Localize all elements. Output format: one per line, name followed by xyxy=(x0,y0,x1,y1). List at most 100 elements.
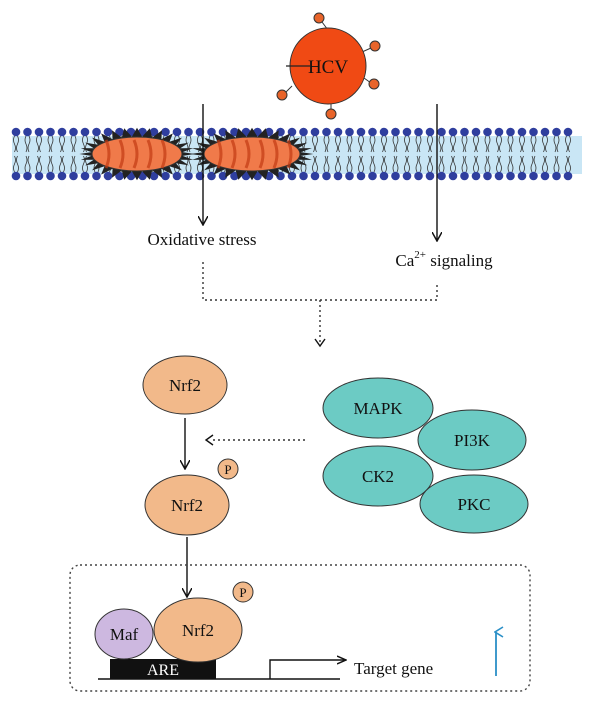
lipid-tail xyxy=(438,155,445,173)
lipid-head xyxy=(391,171,400,181)
mapk-label: MAPK xyxy=(353,399,403,418)
lipid-head xyxy=(57,127,67,137)
virus-label: HCV xyxy=(308,57,348,78)
lipid-tail xyxy=(24,135,31,153)
lipid-tail xyxy=(415,155,422,173)
lipid-head xyxy=(299,127,308,137)
lipid-head xyxy=(506,127,515,137)
maf-label: Maf xyxy=(110,625,139,644)
lipid-tail xyxy=(335,155,341,173)
membrane-protein-2 xyxy=(190,127,314,181)
lipid-head xyxy=(172,171,182,181)
hcv-virus: HCV xyxy=(276,12,381,120)
are-element xyxy=(110,659,216,679)
lipid-head xyxy=(310,127,320,137)
membrane-protein-1 xyxy=(79,127,195,181)
lipid-tail xyxy=(461,155,468,173)
lipid-head xyxy=(195,127,205,137)
lipid-head xyxy=(34,171,44,181)
lipid-head xyxy=(414,127,423,137)
lipid-head xyxy=(80,127,90,137)
nrf2-bound xyxy=(153,597,243,663)
lipid-head xyxy=(368,171,377,181)
virus-spike-right-bottom xyxy=(368,78,380,90)
lipid-tail xyxy=(461,135,468,153)
lipid-tail xyxy=(70,135,77,153)
lipid-head xyxy=(161,127,170,137)
lipid-head xyxy=(483,127,492,137)
lipid-tail xyxy=(381,155,387,173)
lipid-head xyxy=(483,171,492,181)
phospho-bound-label: P xyxy=(239,585,246,600)
lipid-head xyxy=(437,127,446,137)
lipid-head xyxy=(517,171,527,181)
lipid-tail xyxy=(427,135,433,153)
lipid-head xyxy=(356,127,366,137)
lipid-tail xyxy=(70,155,77,173)
lipid-tail xyxy=(47,155,54,173)
lipid-tail xyxy=(496,135,502,153)
transcription-start-arrow xyxy=(269,660,346,679)
lipid-tail xyxy=(542,155,548,173)
oxidative-stress-label: Oxidative stress xyxy=(147,230,256,249)
lipid-head xyxy=(69,171,78,181)
lipid-head xyxy=(448,127,458,137)
ck2-label: CK2 xyxy=(362,467,394,486)
lipid-head xyxy=(103,127,113,137)
target-gene-label: Target gene xyxy=(354,659,433,678)
lipid-tail xyxy=(335,135,341,153)
lipid-head xyxy=(425,171,435,181)
lipid-head xyxy=(529,127,538,137)
lipid-head xyxy=(402,127,412,137)
lipid-head xyxy=(92,171,101,181)
phospho-mid-label: P xyxy=(224,462,231,477)
lipid-head xyxy=(310,171,320,181)
lipid-head xyxy=(34,127,44,137)
lipid-head xyxy=(230,127,239,137)
lipid-head xyxy=(115,171,124,181)
lipid-head xyxy=(471,127,481,137)
lipid-head xyxy=(552,127,561,137)
lipid-tail xyxy=(496,155,502,173)
lipid-tail xyxy=(553,155,560,173)
lipid-head xyxy=(529,171,538,181)
lipid-tail xyxy=(24,155,31,173)
virus-spike-right-top xyxy=(369,40,381,52)
lipid-head xyxy=(471,171,481,181)
lipid-head xyxy=(402,171,412,181)
kinase-ck2: CK2 xyxy=(322,445,434,507)
kinase-mapk: MAPK xyxy=(322,377,434,439)
lipid-tail xyxy=(59,155,65,173)
lipid-head xyxy=(494,171,504,181)
lipid-head xyxy=(379,171,389,181)
lipid-tail xyxy=(36,135,42,153)
are-label: ARE xyxy=(147,662,179,679)
pi3k-label: PI3K xyxy=(454,431,491,450)
lipid-tail xyxy=(507,155,514,173)
nrf2-mid-label: Nrf2 xyxy=(171,496,203,515)
nrf2-cytoplasmic xyxy=(142,355,228,415)
lipid-tail xyxy=(507,135,514,153)
virus-spike-top xyxy=(313,12,325,24)
lipid-head xyxy=(161,171,170,181)
lipid-tail xyxy=(312,155,318,173)
lipid-head xyxy=(218,171,228,181)
lipid-tail xyxy=(346,155,353,173)
lipid-head xyxy=(460,127,469,137)
lipid-tail xyxy=(565,155,571,173)
lipid-tail xyxy=(13,135,19,153)
lipid-head xyxy=(11,171,21,181)
nrf2-bound-label: Nrf2 xyxy=(182,621,214,640)
lipid-head xyxy=(333,171,343,181)
lipid-head xyxy=(437,171,446,181)
dotted-down-arrowhead xyxy=(314,338,326,348)
lipid-head xyxy=(46,127,55,137)
lipid-head xyxy=(563,127,573,137)
lipid-head xyxy=(195,171,205,181)
protein-stripe xyxy=(286,139,293,169)
lipid-head xyxy=(218,127,228,137)
lipid-head xyxy=(149,171,159,181)
lipid-tail xyxy=(484,135,491,153)
lipid-tail xyxy=(450,135,456,153)
